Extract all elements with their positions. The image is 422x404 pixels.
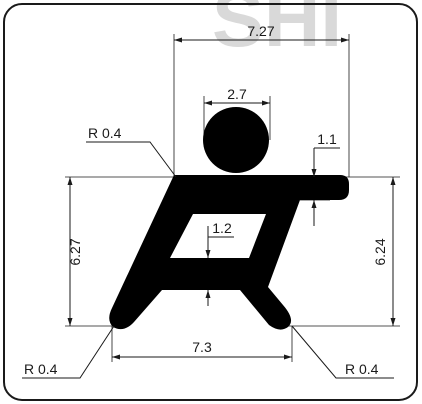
dim-left-height-label: 6.27 [67, 238, 83, 265]
dim-right-height-label: 6.24 [372, 238, 388, 265]
dimension-lines [22, 37, 396, 379]
dim-inner-web-label: 1.2 [212, 220, 232, 236]
radius-bottom-right-label: R 0.4 [345, 361, 379, 377]
dim-base-width-label: 7.3 [192, 339, 212, 355]
watermark-text: SHI [212, 0, 342, 63]
dimension-labels: 7.27 2.7 1.1 1.2 7.3 6.27 6.24 R 0.4 R 0… [24, 23, 388, 377]
rubber-profile [109, 107, 349, 330]
dim-top-width-label: 7.27 [247, 23, 274, 39]
radius-bottom-left-label: R 0.4 [24, 361, 58, 377]
profile-bulb [203, 107, 269, 173]
profile-body [109, 175, 349, 330]
radius-top-left-label: R 0.4 [88, 125, 122, 141]
dim-lip-thickness-label: 1.1 [317, 131, 337, 147]
dim-bulb-diameter-label: 2.7 [227, 86, 247, 102]
drawing-frame [3, 3, 418, 401]
